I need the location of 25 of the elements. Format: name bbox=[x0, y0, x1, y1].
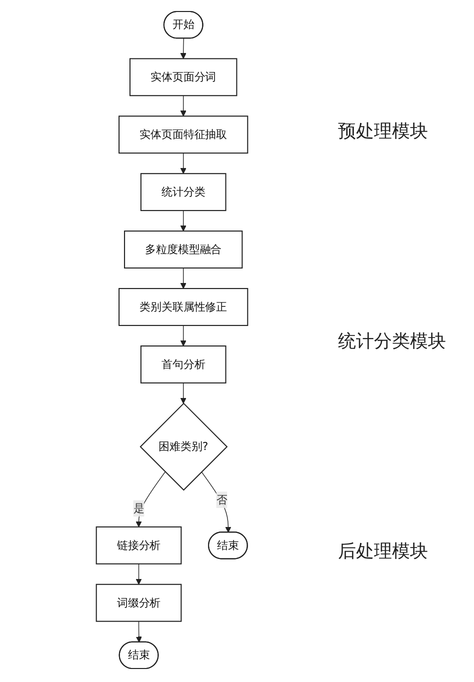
node-box: 实体页面特征抽取 bbox=[118, 116, 248, 154]
arrow bbox=[180, 210, 186, 232]
node-box: 首句分析 bbox=[140, 345, 226, 384]
module-label: 预处理模块 bbox=[338, 120, 429, 143]
arrow bbox=[180, 382, 186, 404]
arrow bbox=[180, 268, 186, 289]
arrow bbox=[180, 38, 186, 59]
arrow bbox=[201, 472, 232, 533]
module-label: 后处理模块 bbox=[338, 540, 429, 563]
node-box: 链接分析 bbox=[96, 526, 182, 564]
arrow bbox=[180, 95, 186, 116]
edge-label: 否 bbox=[216, 493, 228, 506]
node-box: 词缀分析 bbox=[96, 584, 182, 622]
arrow bbox=[180, 325, 186, 346]
node-diamond: 困难类别? bbox=[140, 402, 228, 491]
arrow bbox=[180, 152, 186, 174]
edge-label: 是 bbox=[133, 502, 144, 515]
arrow bbox=[136, 564, 142, 585]
module-label: 统计分类模块 bbox=[338, 330, 447, 353]
node-box: 实体页面分词 bbox=[129, 58, 238, 96]
arrow bbox=[136, 472, 166, 528]
node-box: 类别关联属性修正 bbox=[118, 288, 248, 326]
arrow bbox=[136, 620, 142, 642]
node-box: 多粒度模型融合 bbox=[124, 230, 243, 269]
node-box: 统计分类 bbox=[140, 173, 226, 212]
